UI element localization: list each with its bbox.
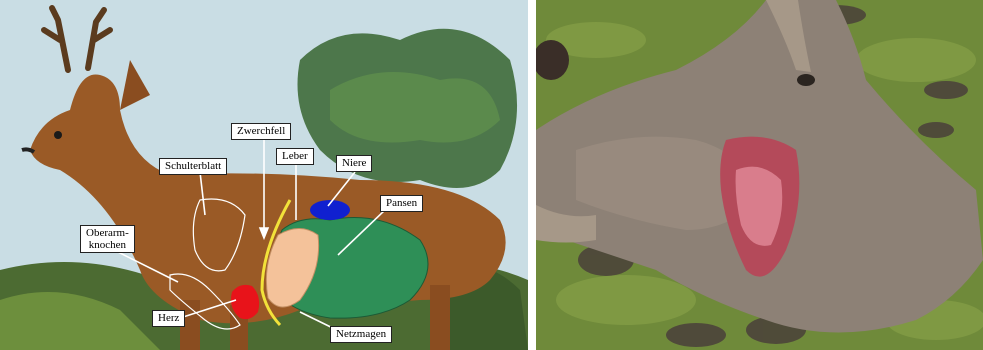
label-netzmagen: Netzmagen <box>330 326 392 343</box>
label-schulterblatt: Schulterblatt <box>159 158 227 175</box>
field-photo <box>536 0 983 350</box>
anatomy-illustration: Zwerchfell Schulterblatt Leber Niere Pan… <box>0 0 528 350</box>
label-pansen: Pansen <box>380 195 423 212</box>
label-niere: Niere <box>336 155 372 172</box>
photo-canvas <box>536 0 983 350</box>
deer-hind-leg <box>430 285 450 350</box>
label-oberarmknochen-line1: Oberarm- <box>86 227 129 239</box>
illustration-canvas <box>0 0 528 350</box>
background-tree-highlight <box>330 72 500 143</box>
label-oberarmknochen-line2: knochen <box>89 239 126 251</box>
label-leber: Leber <box>276 148 314 165</box>
hoof <box>797 74 815 86</box>
label-oberarmknochen: Oberarm-knochen <box>80 225 135 253</box>
label-herz: Herz <box>152 310 185 327</box>
deer-eye <box>54 131 62 139</box>
label-zwerchfell: Zwerchfell <box>231 123 291 140</box>
